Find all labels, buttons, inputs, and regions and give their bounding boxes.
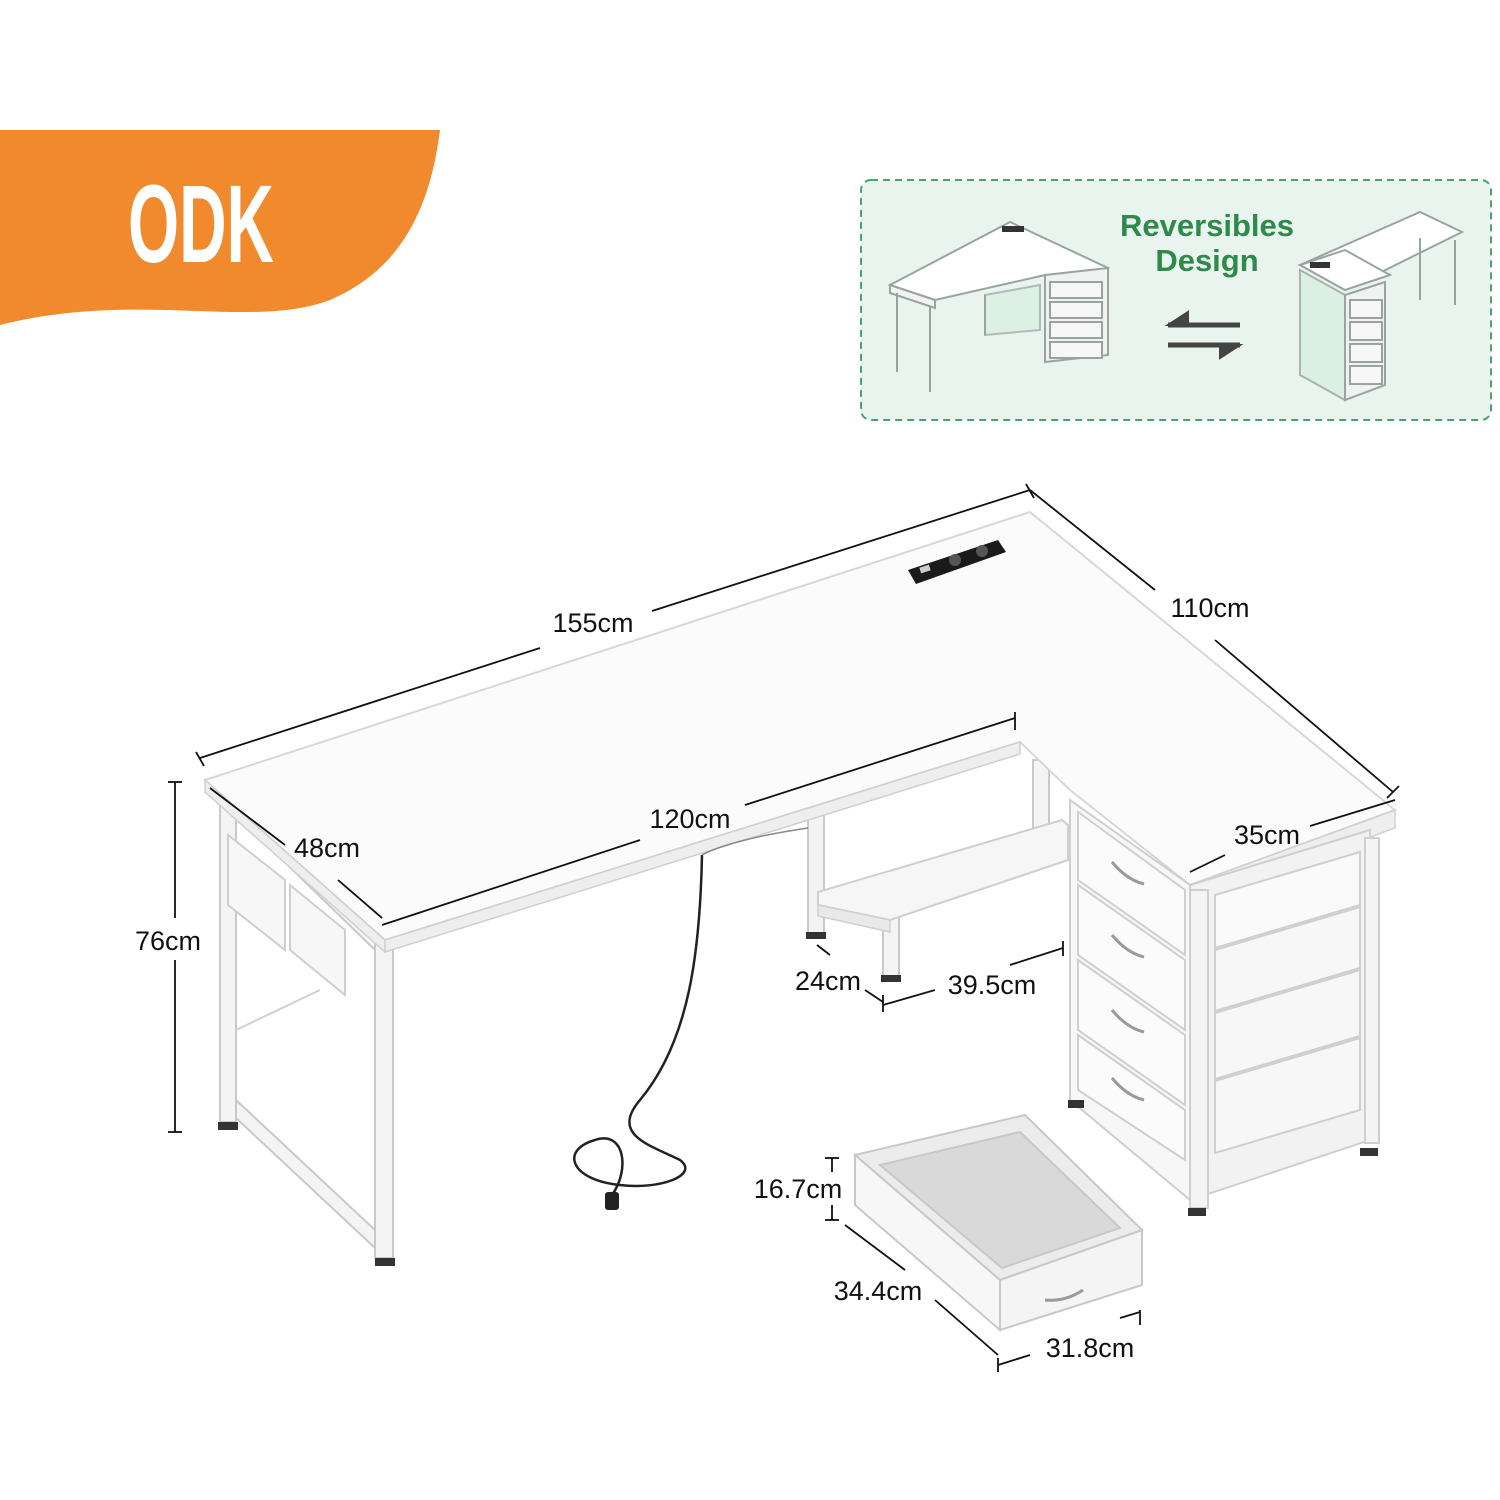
swap-arrows-icon bbox=[1164, 310, 1244, 360]
reversible-design-panel: Reversibles Design bbox=[860, 179, 1492, 421]
power-cable bbox=[573, 854, 704, 1196]
reversible-title-line2: Design bbox=[1155, 243, 1258, 278]
power-plug-icon bbox=[605, 1192, 619, 1210]
drawer-handle-icon bbox=[1110, 1077, 1145, 1102]
dimension-cabinet-depth: 35cm bbox=[1234, 820, 1300, 850]
power-outlet bbox=[908, 540, 1006, 584]
socket-icon bbox=[976, 545, 988, 557]
lower-shelf bbox=[817, 818, 1069, 933]
dimension-shelf-height: 24cm bbox=[795, 966, 861, 996]
socket-icon bbox=[949, 554, 961, 566]
drawer-handle-icon bbox=[1110, 861, 1145, 886]
brand-logo: ODK bbox=[128, 163, 274, 286]
desk-thumbnail-right bbox=[1297, 210, 1465, 402]
brand-banner: ODK bbox=[0, 130, 440, 325]
drawer-cabinet bbox=[1068, 798, 1380, 1216]
desk-thumbnail-left bbox=[887, 220, 1111, 392]
drawer-handle-icon bbox=[1110, 1009, 1145, 1034]
drawer-handle-icon bbox=[1110, 934, 1145, 959]
l-desk-illustration bbox=[203, 510, 1397, 1333]
reversible-title-line1: Reversibles bbox=[1120, 208, 1294, 243]
dimension-drawer-length: 34.4cm bbox=[834, 1276, 923, 1306]
side-hook bbox=[227, 832, 346, 998]
orange-banner-shape bbox=[0, 130, 440, 325]
dimension-labels: 155cm 110cm 120cm 48cm 76cm 35cm 24cm 39… bbox=[135, 593, 1300, 1363]
dimension-side-length: 110cm bbox=[1170, 593, 1249, 623]
dimension-drawer-height: 16.7cm bbox=[754, 1174, 843, 1204]
drawer-handle-icon bbox=[1044, 1288, 1084, 1302]
dimension-depth: 48cm bbox=[294, 833, 360, 863]
dimension-inner-length: 120cm bbox=[649, 804, 730, 834]
usb-port-icon bbox=[919, 564, 931, 574]
dimension-lines bbox=[168, 483, 1400, 1372]
dimension-height: 76cm bbox=[135, 926, 201, 956]
dimension-shelf-width: 39.5cm bbox=[948, 970, 1037, 1000]
fabric-drawer bbox=[852, 1113, 1144, 1333]
cable-to-desk bbox=[701, 827, 809, 856]
dimension-drawer-width: 31.8cm bbox=[1046, 1333, 1135, 1363]
dimension-top-length: 155cm bbox=[552, 608, 633, 638]
